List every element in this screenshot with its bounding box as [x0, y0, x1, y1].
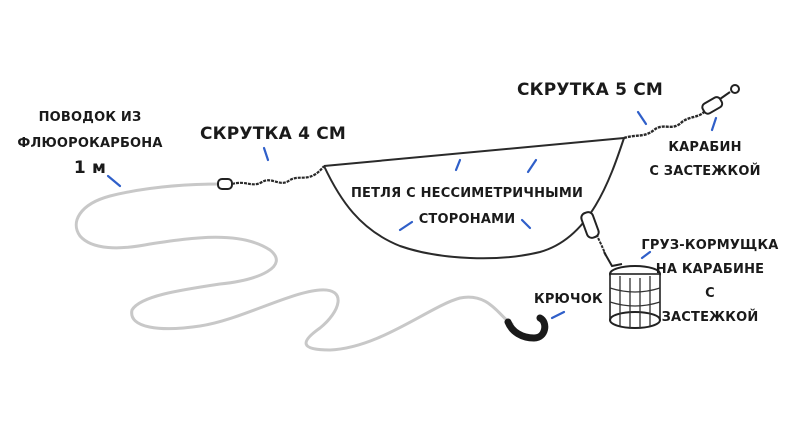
pointer-twist5: [636, 110, 648, 126]
twist-5cm: [623, 111, 705, 140]
leader-swivel: [217, 178, 233, 190]
cage-feeder: [609, 265, 661, 329]
loop-label-line1: ПЕТЛЯ С НЕССИМЕТРИЧНЫМИ: [350, 186, 584, 201]
carabiner-clasp: [701, 84, 740, 115]
leader-label-line2: ФЛЮОРОКАРБОНА: [17, 136, 163, 151]
feeder-swivel: [580, 211, 600, 239]
loop-label-line2: СТОРОНАМИ: [418, 212, 516, 227]
leader-label-line3: 1 м: [73, 158, 107, 178]
pointer-twist4: [262, 146, 270, 162]
pointer-leader: [106, 174, 122, 188]
asymmetric-loop: [323, 137, 625, 260]
feeder-clasp: [603, 251, 623, 268]
feeder-label-line2: НА КАРАБИНЕ: [655, 262, 765, 277]
pointer-loop-3: [398, 220, 414, 232]
carabiner-label-line1: КАРАБИН: [668, 140, 742, 155]
loop-top-line: [323, 137, 625, 167]
pointer-hook: [550, 310, 566, 320]
pointer-loop-1: [454, 158, 462, 172]
pointer-feeder: [640, 250, 652, 260]
fluorocarbon-leader: [74, 182, 514, 352]
twist5-label: СКРУТКА 5 СМ: [517, 80, 664, 100]
leader-label-line1: ПОВОДОК ИЗ: [38, 110, 142, 125]
hook-label: КРЮЧОК: [534, 292, 603, 307]
carabiner-label-line2: С ЗАСТЕЖКОЙ: [649, 164, 761, 179]
pointer-loop-2: [526, 158, 538, 174]
feeder-label-line3: С: [705, 286, 715, 301]
pointer-lines: [106, 110, 718, 320]
feeder-label-line1: ГРУЗ-КОРМУЩКА: [641, 238, 779, 253]
pointer-loop-4: [520, 218, 532, 230]
pointer-carabiner: [710, 116, 718, 132]
hook: [504, 314, 549, 342]
feeder-label-line4: ЗАСТЕЖКОЙ: [661, 310, 759, 325]
twist-4cm: [231, 165, 325, 186]
twist4-label: СКРУТКА 4 СМ: [200, 124, 347, 144]
